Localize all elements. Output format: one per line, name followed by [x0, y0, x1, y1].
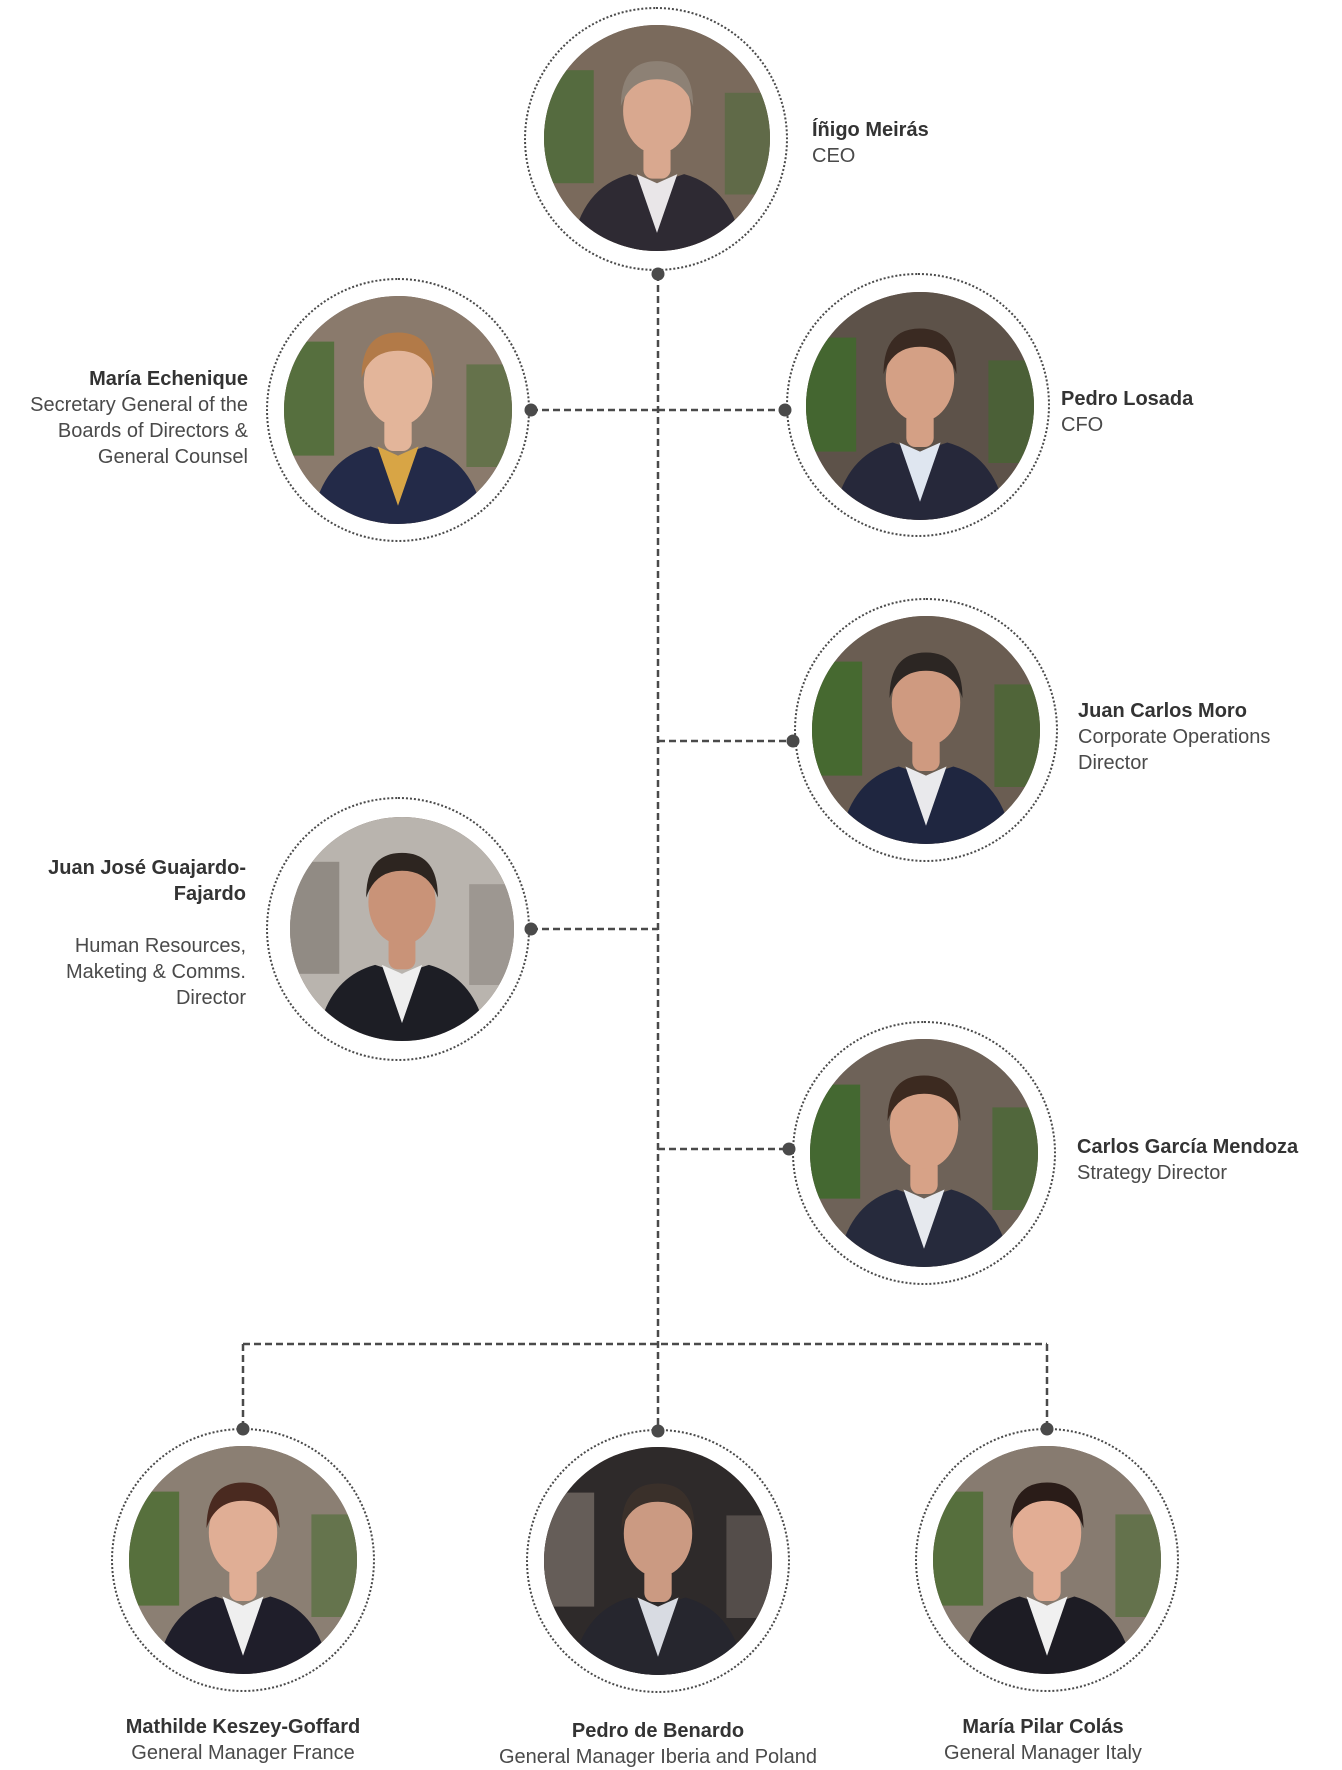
person-label: Mathilde Keszey-Goffard General Manager …: [68, 1714, 418, 1766]
portrait-face: [208, 1489, 278, 1576]
photo-ring: [915, 1428, 1179, 1692]
portrait-shirt: [377, 446, 419, 506]
portrait-face: [623, 67, 691, 154]
portrait-foliage: [1115, 1514, 1161, 1617]
portrait-photo: [129, 1446, 357, 1674]
person-role: General Manager Iberia and Poland: [499, 1746, 817, 1768]
portrait-foliage: [726, 1515, 772, 1618]
photo-ring: [111, 1428, 375, 1692]
portrait-hair: [366, 852, 438, 898]
person-label: María Pilar Colás General Manager Italy: [888, 1714, 1198, 1766]
portrait-illustration: [544, 1447, 772, 1675]
portrait-photo: [290, 817, 514, 1041]
person-role: General Manager Italy: [944, 1742, 1142, 1764]
portrait-shirt: [903, 1189, 945, 1249]
portrait-photo: [806, 292, 1034, 520]
person-name: Juan Carlos Moro: [1078, 700, 1247, 722]
portrait-photo: [544, 25, 770, 251]
portrait-shirt: [905, 766, 947, 826]
portrait-foliage: [469, 884, 514, 985]
portrait-face: [1012, 1489, 1082, 1576]
portrait-foliage: [994, 684, 1040, 787]
portrait-hair: [620, 61, 694, 107]
person-label: Juan José Guajardo-Fajardo Human Resourc…: [0, 855, 246, 1011]
portrait-shirt: [1026, 1596, 1068, 1656]
person-label: Íñigo Meirás CEO: [812, 117, 1072, 169]
portrait-foliage: [724, 92, 770, 195]
person-name: María Pilar Colás: [962, 1716, 1124, 1738]
person-role: Strategy Director: [1077, 1162, 1228, 1184]
person-label: Pedro Losada CFO: [1061, 386, 1321, 438]
portrait-illustration: [933, 1446, 1161, 1674]
person-name: Juan José Guajardo-Fajardo: [48, 857, 246, 905]
portrait-hair: [621, 1483, 695, 1530]
portrait-face: [368, 859, 436, 945]
photo-ring: [524, 7, 788, 271]
portrait-face: [885, 335, 955, 422]
label-gap: [0, 907, 246, 933]
photo-ring: [266, 797, 530, 1061]
portrait-hair: [1010, 1482, 1084, 1529]
portrait-foliage: [311, 1514, 357, 1617]
person-name: Íñigo Meirás: [812, 119, 929, 141]
portrait-shirt: [381, 964, 423, 1024]
portrait-shirt: [637, 1597, 679, 1657]
portrait-shirt: [899, 442, 941, 502]
portrait-face: [891, 659, 961, 746]
person-name: Mathilde Keszey-Goffard: [125, 1716, 361, 1738]
portrait-illustration: [284, 296, 512, 524]
portrait-photo: [284, 296, 512, 524]
portrait-photo: [812, 616, 1040, 844]
portrait-foliage: [988, 360, 1034, 463]
portrait-illustration: [129, 1446, 357, 1674]
person-role: Human Resources,Maketing & Comms.Directo…: [65, 935, 246, 1009]
photo-ring: [786, 273, 1050, 537]
person-role: CEO: [812, 145, 856, 167]
person-name: María Echenique: [89, 368, 248, 390]
person-name: Carlos García Mendoza: [1077, 1136, 1299, 1158]
portrait-photo: [544, 1447, 772, 1675]
portrait-illustration: [810, 1039, 1038, 1267]
portrait-hair: [206, 1482, 280, 1529]
portrait-foliage: [992, 1107, 1038, 1210]
person-name: Pedro Losada: [1061, 388, 1194, 410]
portrait-face: [889, 1082, 959, 1169]
photo-ring: [266, 278, 530, 542]
photo-ring: [792, 1021, 1056, 1285]
photo-ring: [794, 598, 1058, 862]
portrait-hair: [889, 652, 963, 699]
portrait-illustration: [806, 292, 1034, 520]
portrait-hair: [887, 1075, 961, 1122]
person-name: Pedro de Benardo: [571, 1720, 745, 1742]
portrait-photo: [810, 1039, 1038, 1267]
portrait-face: [623, 1490, 693, 1577]
portrait-photo: [933, 1446, 1161, 1674]
portrait-illustration: [290, 817, 514, 1041]
photo-ring: [526, 1429, 790, 1693]
portrait-illustration: [812, 616, 1040, 844]
person-label: Pedro de Benardo General Manager Iberia …: [440, 1718, 876, 1770]
portrait-hair: [361, 332, 435, 379]
person-role: General Manager France: [131, 1742, 355, 1764]
portrait-foliage: [466, 364, 512, 467]
person-label: María Echenique Secretary General of the…: [0, 366, 248, 470]
portrait-face: [363, 339, 433, 426]
person-label: Carlos García Mendoza Strategy Director: [1077, 1134, 1339, 1186]
connector-lines: [241, 274, 1049, 1435]
person-role: CFO: [1061, 414, 1104, 436]
portrait-shirt: [222, 1596, 264, 1656]
portrait-shirt: [636, 174, 678, 233]
portrait-hair: [883, 328, 957, 375]
portrait-illustration: [544, 25, 770, 251]
